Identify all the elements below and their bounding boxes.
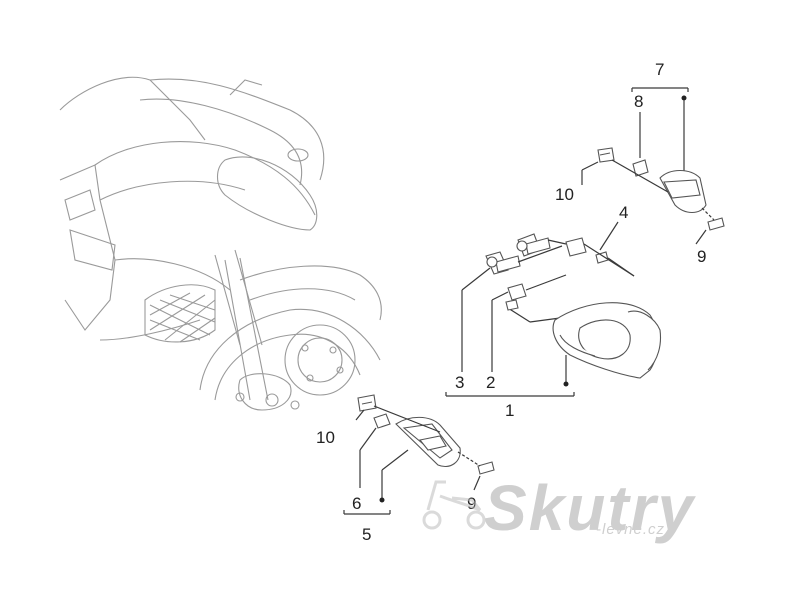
callout-9-upper: 9 [697, 247, 706, 266]
motorcycle-front-illustration [59, 76, 382, 411]
callout-6: 6 [352, 494, 361, 513]
callout-9-lower: 9 [467, 494, 476, 513]
callout-7: 7 [655, 60, 664, 79]
callout-10-lower: 10 [316, 428, 335, 447]
callout-10-upper: 10 [555, 185, 574, 204]
callout-8: 8 [634, 92, 643, 111]
callout-labels: 7 8 10 4 9 3 2 1 10 9 6 5 [316, 60, 706, 544]
callout-5: 5 [362, 525, 371, 544]
watermark-logo: Skutry -levne.cz [422, 472, 697, 544]
headlight-assembly-group [445, 221, 662, 397]
callout-2: 2 [486, 373, 495, 392]
callout-1: 1 [505, 401, 514, 420]
callout-3: 3 [455, 373, 464, 392]
upper-turn-signal-group [581, 87, 725, 245]
watermark-sub-text: -levne.cz [596, 521, 665, 538]
watermark-main-text: Skutry [484, 472, 697, 544]
callout-4: 4 [619, 203, 628, 222]
scooter-icon [422, 480, 486, 530]
lower-turn-signal-group [343, 394, 495, 515]
